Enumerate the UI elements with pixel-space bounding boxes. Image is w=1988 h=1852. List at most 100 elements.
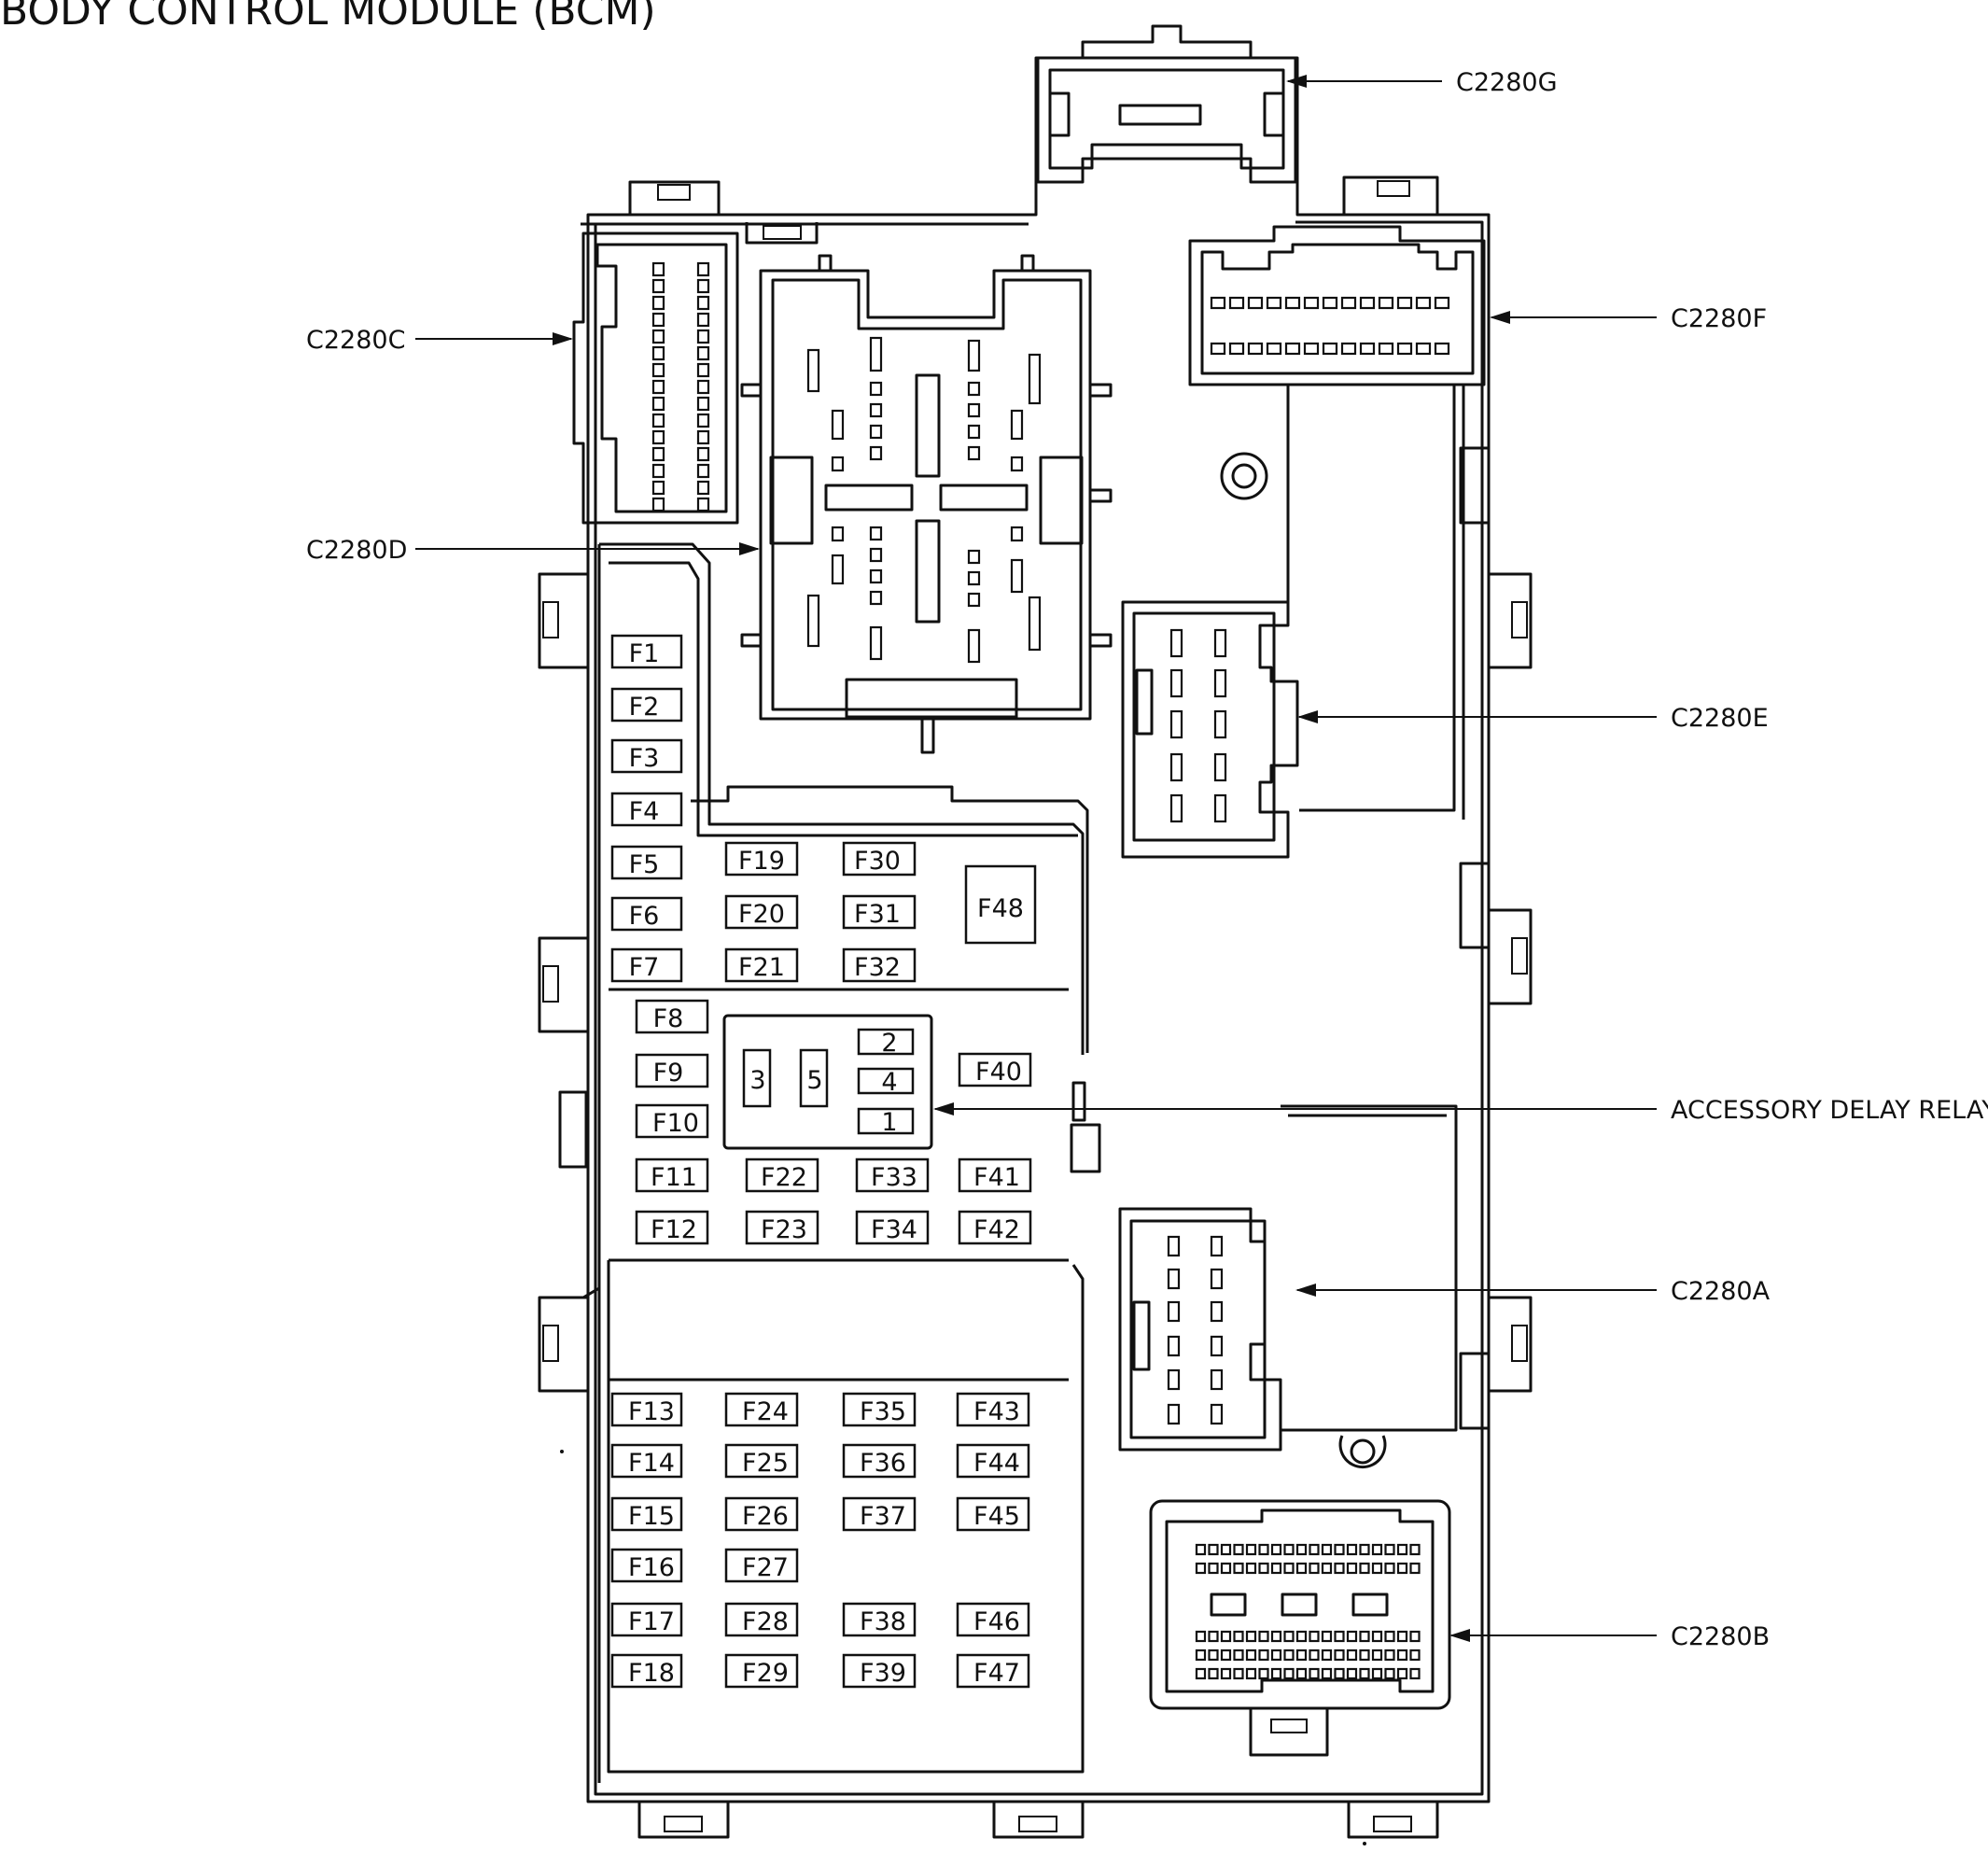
fuse-f45[interactable]: F45 <box>956 1496 1030 1532</box>
c2280b-pin <box>1283 1649 1295 1662</box>
fuse-f40[interactable]: F40 <box>958 1052 1032 1087</box>
c2280b-pin <box>1359 1667 1370 1680</box>
c2280b-pin <box>1195 1543 1207 1556</box>
fuse-f22[interactable]: F22 <box>745 1158 819 1193</box>
svg-text:F18: F18 <box>628 1659 675 1688</box>
fuse-f48[interactable]: F48 <box>964 864 1037 945</box>
c2280b-pin <box>1384 1667 1395 1680</box>
fuse-f41[interactable]: F41 <box>958 1158 1032 1193</box>
fuse-f3[interactable]: F3 <box>610 738 683 774</box>
fuse-f39[interactable]: F39 <box>842 1653 917 1689</box>
fuse-f8[interactable]: F8 <box>635 999 709 1034</box>
svg-text:F46: F46 <box>973 1607 1020 1636</box>
fuse-f17[interactable]: F17 <box>610 1602 683 1637</box>
c2280b-pin <box>1321 1630 1333 1643</box>
c2280b-pin <box>1283 1562 1295 1575</box>
fuse-f1[interactable]: F1 <box>610 634 683 669</box>
relay-terminals: 3 5 2 4 1 <box>742 1028 915 1137</box>
fuse-f4[interactable]: F4 <box>610 792 683 827</box>
c2280b-pin <box>1371 1562 1383 1575</box>
fuse-f43[interactable]: F43 <box>956 1392 1030 1427</box>
fuse-f18[interactable]: F18 <box>610 1653 683 1689</box>
svg-text:F21: F21 <box>738 953 785 982</box>
c2280b-pin <box>1208 1667 1219 1680</box>
fuse-f14[interactable]: F14 <box>610 1443 683 1479</box>
svg-text:1: 1 <box>881 1108 897 1137</box>
svg-text:F5: F5 <box>629 850 660 879</box>
c2280b-pin <box>1346 1562 1358 1575</box>
c2280b-pin <box>1220 1562 1232 1575</box>
c2280f-pins-row-bottom <box>1210 342 1450 356</box>
fuse-f20[interactable]: F20 <box>724 894 799 930</box>
c2280b-pin <box>1295 1630 1308 1643</box>
c2280b-pin <box>1220 1667 1232 1680</box>
connector-c2280f-body <box>1188 225 1486 820</box>
fuses: F1 F2 F3 F4 F5 F6 F7 F8 F9 F10 F11 F12 F… <box>610 634 1037 1689</box>
c2280b-pin <box>1233 1562 1244 1575</box>
fuse-f32[interactable]: F32 <box>842 947 917 983</box>
svg-text:F47: F47 <box>973 1659 1020 1688</box>
svg-text:C2280C: C2280C <box>306 326 405 355</box>
fuse-f11[interactable]: F11 <box>635 1158 709 1193</box>
fuse-f15[interactable]: F15 <box>610 1496 683 1532</box>
fuse-f24[interactable]: F24 <box>724 1392 799 1427</box>
c2280b-pin <box>1220 1630 1232 1643</box>
c2280b-pin <box>1208 1630 1219 1643</box>
fuse-f25[interactable]: F25 <box>724 1443 799 1479</box>
c2280b-pin <box>1220 1649 1232 1662</box>
c2280b-pin <box>1283 1630 1295 1643</box>
svg-text:F15: F15 <box>628 1502 675 1531</box>
fuse-f6[interactable]: F6 <box>610 896 683 932</box>
fuse-f26[interactable]: F26 <box>724 1496 799 1532</box>
svg-text:F28: F28 <box>742 1607 789 1636</box>
fuse-f19[interactable]: F19 <box>724 841 799 877</box>
fuse-f21[interactable]: F21 <box>724 947 799 983</box>
svg-text:F45: F45 <box>973 1502 1020 1531</box>
fuse-f36[interactable]: F36 <box>842 1443 917 1479</box>
connector-c2280g-body <box>1036 24 1297 184</box>
fuse-f23[interactable]: F23 <box>745 1210 819 1245</box>
fuse-f30[interactable]: F30 <box>842 841 917 877</box>
fuse-f35[interactable]: F35 <box>842 1392 917 1427</box>
fuse-f12[interactable]: F12 <box>635 1210 709 1245</box>
connector-c2280a-body <box>1118 1104 1458 1452</box>
fuse-f37[interactable]: F37 <box>842 1496 917 1532</box>
fuse-f2[interactable]: F2 <box>610 687 683 723</box>
c2280b-pin <box>1309 1630 1320 1643</box>
c2280b-pin <box>1245 1562 1257 1575</box>
c2280b-pin <box>1309 1562 1320 1575</box>
fuse-f46[interactable]: F46 <box>956 1602 1030 1637</box>
fuse-f10[interactable]: F10 <box>635 1103 709 1139</box>
svg-text:F48: F48 <box>977 894 1024 923</box>
relay-terminal-5: 5 <box>799 1048 829 1108</box>
fuse-f9[interactable]: F9 <box>635 1053 709 1088</box>
fuse-f38[interactable]: F38 <box>842 1602 917 1637</box>
fuse-f16[interactable]: F16 <box>610 1548 683 1583</box>
relay-terminal-3: 3 <box>742 1048 772 1108</box>
c2280b-pin <box>1346 1667 1358 1680</box>
fuse-f42[interactable]: F42 <box>958 1210 1032 1245</box>
c2280b-pin <box>1295 1543 1308 1556</box>
c2280b-pin <box>1396 1649 1408 1662</box>
fuse-f27[interactable]: F27 <box>724 1548 799 1583</box>
svg-text:C2280G: C2280G <box>1456 68 1558 97</box>
fuse-f7[interactable]: F7 <box>610 947 683 983</box>
fuse-f34[interactable]: F34 <box>855 1210 930 1245</box>
svg-text:F23: F23 <box>761 1215 807 1244</box>
fuse-f28[interactable]: F28 <box>724 1602 799 1637</box>
fuse-f5[interactable]: F5 <box>610 845 683 880</box>
c2280b-pin <box>1309 1667 1320 1680</box>
fuse-f31[interactable]: F31 <box>842 894 917 930</box>
relay-terminal-2: 2 <box>857 1028 915 1058</box>
fuse-f47[interactable]: F47 <box>956 1653 1030 1689</box>
c2280b-pin <box>1283 1667 1295 1680</box>
svg-text:F12: F12 <box>651 1215 697 1244</box>
fuse-f29[interactable]: F29 <box>724 1653 799 1689</box>
c2280b-pin <box>1334 1667 1345 1680</box>
c2280b-pin <box>1258 1649 1269 1662</box>
c2280b-pin <box>1334 1543 1345 1556</box>
callouts: C2280G C2280F C2280C C2280D C2280E ACCES… <box>306 68 1988 1651</box>
fuse-f33[interactable]: F33 <box>855 1158 930 1193</box>
fuse-f44[interactable]: F44 <box>956 1443 1030 1479</box>
fuse-f13[interactable]: F13 <box>610 1392 683 1427</box>
